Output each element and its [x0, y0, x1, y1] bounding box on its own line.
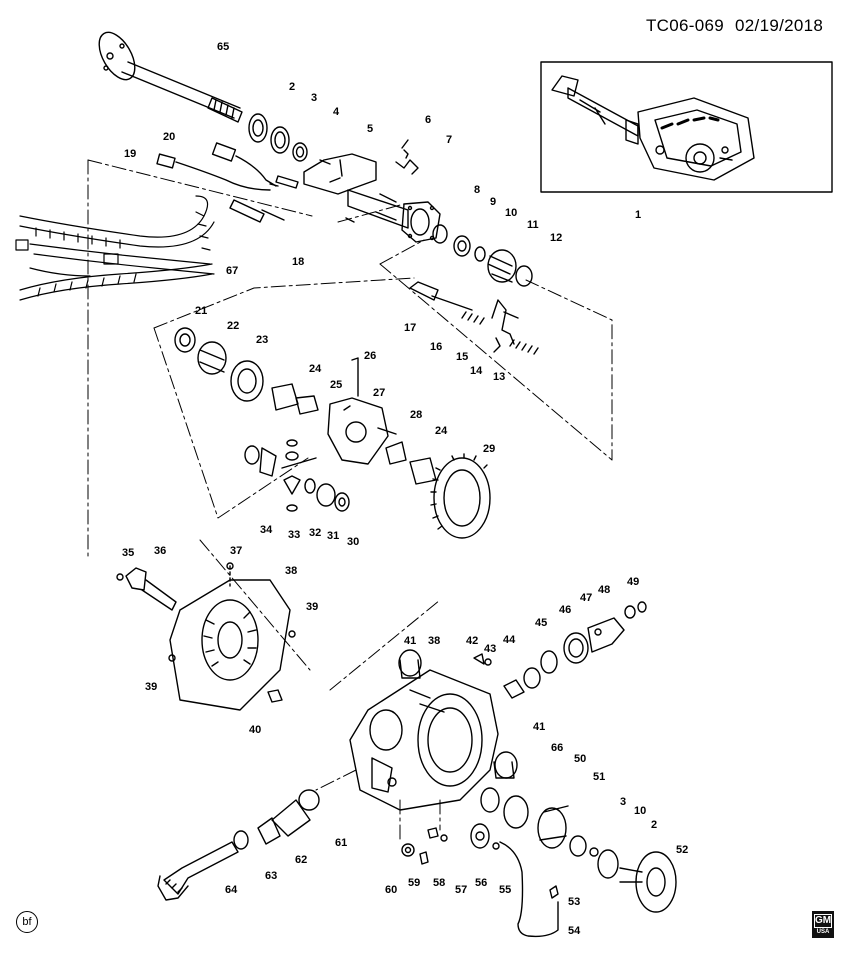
- callout-14: 14: [470, 365, 483, 377]
- callout-42: 42: [466, 635, 479, 647]
- callout-16: 16: [430, 341, 443, 353]
- upper-seal-bearings: [248, 113, 308, 162]
- callout-3b: 3: [620, 796, 627, 808]
- callout-61: 61: [335, 837, 348, 849]
- callout-27: 27: [373, 387, 386, 399]
- callout-36: 36: [154, 545, 167, 557]
- gm-logo-sub: USA: [816, 929, 830, 935]
- callout-5: 5: [367, 123, 374, 135]
- callout-62: 62: [295, 854, 308, 866]
- callout-28: 28: [410, 409, 423, 421]
- callout-50: 50: [574, 753, 587, 765]
- wiring-harness: [15, 195, 215, 301]
- callout-23: 23: [256, 334, 269, 346]
- callout-40: 40: [249, 724, 262, 736]
- callout-65: 65: [217, 41, 230, 53]
- inset-assembly-view: [540, 61, 833, 193]
- callout-26: 26: [364, 350, 377, 362]
- callout-41b: 41: [533, 721, 546, 733]
- callout-48: 48: [598, 584, 611, 596]
- callout-59: 59: [408, 877, 421, 889]
- callout-22: 22: [227, 320, 240, 332]
- callout-54: 54: [568, 925, 581, 937]
- callout-35: 35: [122, 547, 135, 559]
- callout-55: 55: [499, 884, 512, 896]
- pinion-assembly: [157, 789, 320, 901]
- diagram-code: TC06-069: [646, 16, 724, 35]
- diagram-header: TC06-069 02/19/2018: [640, 16, 823, 36]
- callout-7: 7: [446, 134, 453, 146]
- callout-57: 57: [455, 884, 468, 896]
- callout-20: 20: [163, 131, 176, 143]
- shift-parts: [409, 281, 539, 355]
- callout-41: 41: [404, 635, 417, 647]
- callout-37: 37: [230, 545, 243, 557]
- bf-mark: bf: [16, 911, 38, 933]
- callout-52: 52: [676, 844, 689, 856]
- callout-56: 56: [475, 877, 488, 889]
- callout-46: 46: [559, 604, 572, 616]
- callout-11: 11: [527, 219, 539, 231]
- callout-2: 2: [289, 81, 296, 93]
- callout-44: 44: [503, 634, 516, 646]
- callout-18: 18: [292, 256, 305, 268]
- lower-small-parts: [401, 823, 559, 938]
- axle-shaft-left: [116, 567, 177, 611]
- callout-64: 64: [225, 884, 238, 896]
- callout-24b: 24: [435, 425, 448, 437]
- callout-10b: 10: [634, 805, 647, 817]
- diff-cover-left: [168, 562, 296, 711]
- callout-24: 24: [309, 363, 322, 375]
- callout-32: 32: [309, 527, 322, 539]
- callout-63: 63: [265, 870, 278, 882]
- callout-10: 10: [505, 207, 518, 219]
- leader-lines-upper: [87, 159, 613, 841]
- carrier-housing: [349, 649, 541, 811]
- sensors: [156, 142, 299, 223]
- callout-60: 60: [385, 884, 398, 896]
- callout-17: 17: [404, 322, 417, 334]
- callout-9: 9: [490, 196, 497, 208]
- callout-39b: 39: [145, 681, 158, 693]
- lower-right-assembly: [480, 787, 677, 913]
- callout-3: 3: [311, 92, 318, 104]
- callout-34: 34: [260, 524, 273, 536]
- callout-15: 15: [456, 351, 469, 363]
- callout-8: 8: [474, 184, 481, 196]
- callout-4: 4: [333, 106, 340, 118]
- callout-19: 19: [124, 148, 137, 160]
- callout-43: 43: [484, 643, 497, 655]
- pinion-yoke-parts: [540, 601, 647, 674]
- callout-53: 53: [568, 896, 581, 908]
- callout-2b: 2: [651, 819, 658, 831]
- callout-6: 6: [425, 114, 432, 126]
- callout-49: 49: [627, 576, 640, 588]
- callout-21: 21: [195, 305, 208, 317]
- callout-13: 13: [493, 371, 506, 383]
- callout-31: 31: [327, 530, 340, 542]
- callout-12: 12: [550, 232, 563, 244]
- axle-tube-housing: [303, 139, 441, 243]
- callout-25: 25: [330, 379, 343, 391]
- callout-45: 45: [535, 617, 548, 629]
- callout-39: 39: [306, 601, 319, 613]
- callout-38b: 38: [428, 635, 441, 647]
- callout-67: 67: [226, 265, 239, 277]
- callout-66: 66: [551, 742, 564, 754]
- callout-38: 38: [285, 565, 298, 577]
- axle-shaft-top: [98, 31, 243, 123]
- callout-29: 29: [483, 443, 496, 455]
- callout-58: 58: [433, 877, 446, 889]
- gm-logo: GM USA: [812, 911, 834, 938]
- callout-33: 33: [288, 529, 301, 541]
- diagram-date: 02/19/2018: [735, 16, 824, 35]
- callout-30: 30: [347, 536, 360, 548]
- differential-parts: [174, 327, 491, 539]
- gm-logo-text: GM: [814, 914, 832, 928]
- callout-47: 47: [580, 592, 593, 604]
- rings-and-clutch: [432, 224, 533, 287]
- callout-1: 1: [635, 209, 642, 221]
- callout-51: 51: [593, 771, 606, 783]
